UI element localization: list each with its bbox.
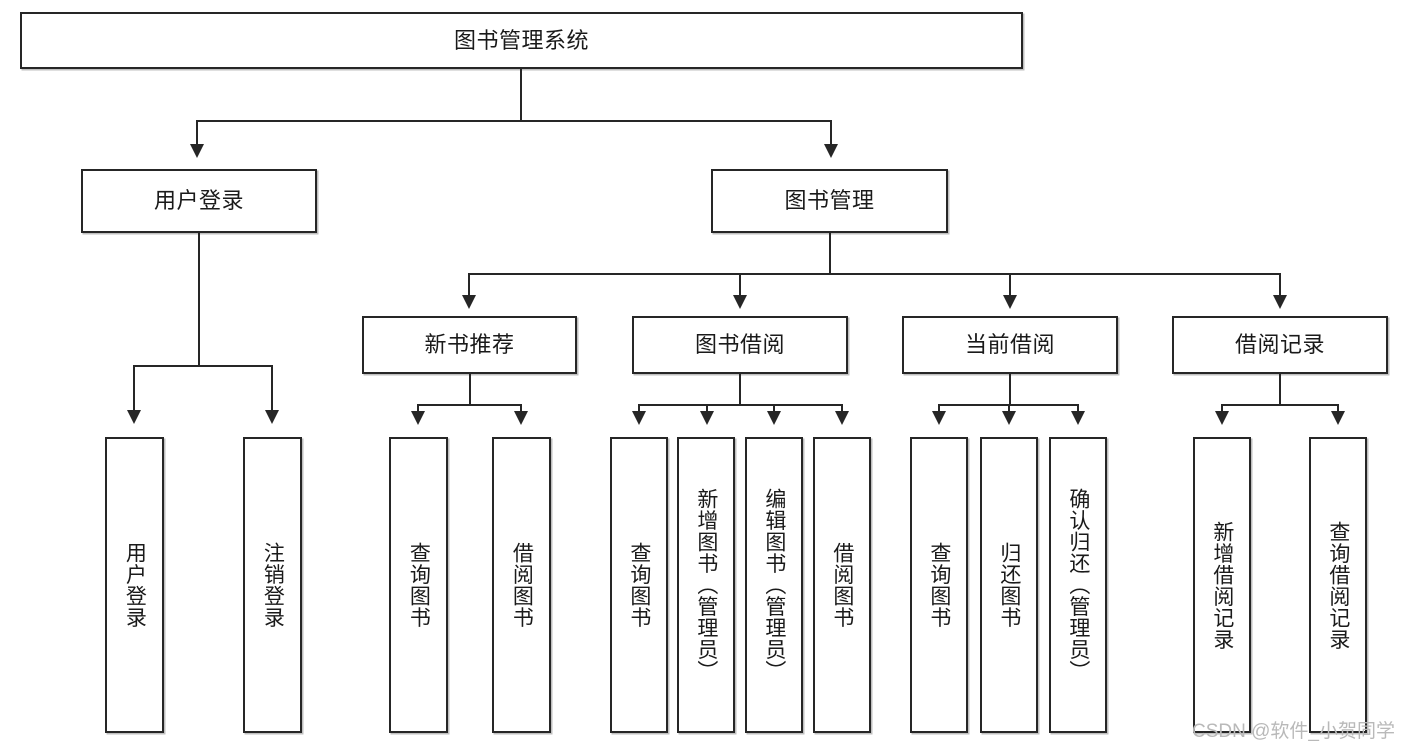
connector-new-book-stem xyxy=(469,374,471,406)
arrowhead-leaf-user-login-2 xyxy=(265,410,279,424)
connector-user-login-branch-2 xyxy=(271,365,273,411)
node-label: 查询图书 xyxy=(407,542,431,628)
leaf-query-borrow-record[interactable]: 查询借阅记录 xyxy=(1309,437,1367,733)
arrowhead-leaf-borrow-record-2 xyxy=(1331,411,1345,425)
node-label: 当前借阅 xyxy=(964,332,1055,358)
node-root-system[interactable]: 图书管理系统 xyxy=(20,12,1023,69)
connector-book-borrow-branch-4 xyxy=(841,404,843,412)
arrowhead-leaf-new-book-2 xyxy=(514,411,528,425)
node-label: 图书借阅 xyxy=(694,332,785,358)
arrowhead-leaf-new-book-1 xyxy=(411,411,425,425)
connector-current-borrow-stem xyxy=(1009,374,1011,406)
node-label: 新增图书（管理员） xyxy=(694,488,718,682)
node-user-login[interactable]: 用户登录 xyxy=(81,169,317,233)
node-label: 借阅图书 xyxy=(510,542,534,628)
connector-new-book-branch-2 xyxy=(520,404,522,412)
arrowhead-current-borrow xyxy=(1003,295,1017,309)
arrowhead-leaf-book-borrow-4 xyxy=(835,411,849,425)
node-borrow-record[interactable]: 借阅记录 xyxy=(1172,316,1388,374)
connector-to-new-book xyxy=(468,273,470,296)
connector-book-borrow-branch-2 xyxy=(706,404,708,412)
connector-current-borrow-branch-2 xyxy=(1008,404,1010,412)
leaf-new-book-query[interactable]: 查询图书 xyxy=(389,437,448,733)
node-label: 归还图书 xyxy=(997,542,1021,628)
connector-root-to-user-login xyxy=(196,120,198,145)
node-new-book-recommend[interactable]: 新书推荐 xyxy=(362,316,577,374)
node-label: 注销登录 xyxy=(261,542,285,628)
arrowhead-leaf-current-borrow-2 xyxy=(1002,411,1016,425)
node-label: 编辑图书（管理员） xyxy=(762,488,786,682)
arrowhead-borrow-record xyxy=(1273,295,1287,309)
connector-user-login-stem xyxy=(198,233,200,367)
arrowhead-new-book xyxy=(462,295,476,309)
node-label: 图书管理 xyxy=(784,188,875,214)
leaf-borrow-query-book[interactable]: 查询图书 xyxy=(610,437,668,733)
arrowhead-leaf-borrow-record-1 xyxy=(1215,411,1229,425)
node-label: 用户登录 xyxy=(123,542,147,628)
connector-to-current-borrow xyxy=(1009,273,1011,296)
node-label: 查询借阅记录 xyxy=(1326,520,1350,650)
watermark: CSDN @软件_小贺同学 xyxy=(1192,721,1395,742)
leaf-logout[interactable]: 注销登录 xyxy=(243,437,302,733)
connector-root-stem xyxy=(520,69,522,122)
node-label: 查询图书 xyxy=(927,542,951,628)
arrowhead-leaf-book-borrow-2 xyxy=(700,411,714,425)
node-label: 查询图书 xyxy=(627,542,651,628)
arrowhead-user-login xyxy=(190,144,204,158)
node-label: 确认归还（管理员） xyxy=(1066,488,1090,682)
arrowhead-leaf-current-borrow-3 xyxy=(1071,411,1085,425)
connector-current-borrow-branch-1 xyxy=(938,404,940,412)
node-book-borrow[interactable]: 图书借阅 xyxy=(632,316,848,374)
connector-user-login-branch-1 xyxy=(133,365,135,411)
arrowhead-leaf-book-borrow-3 xyxy=(767,411,781,425)
node-book-management[interactable]: 图书管理 xyxy=(711,169,948,233)
connector-book-borrow-branch-3 xyxy=(773,404,775,412)
node-label: 借阅记录 xyxy=(1234,332,1325,358)
node-label: 借阅图书 xyxy=(830,542,854,628)
leaf-confirm-return-admin[interactable]: 确认归还（管理员） xyxy=(1049,437,1107,733)
connector-new-book-branch-1 xyxy=(417,404,419,412)
arrowhead-leaf-book-borrow-1 xyxy=(632,411,646,425)
connector-to-book-borrow xyxy=(739,273,741,296)
connector-to-borrow-record xyxy=(1279,273,1281,296)
leaf-edit-book-admin[interactable]: 编辑图书（管理员） xyxy=(745,437,803,733)
leaf-return-book[interactable]: 归还图书 xyxy=(980,437,1038,733)
connector-borrow-record-branch-1 xyxy=(1221,404,1223,412)
connector-borrow-record-bus xyxy=(1222,404,1339,406)
leaf-user-login[interactable]: 用户登录 xyxy=(105,437,164,733)
leaf-add-book-admin[interactable]: 新增图书（管理员） xyxy=(677,437,735,733)
node-label: 新增借阅记录 xyxy=(1210,520,1234,650)
node-label: 用户登录 xyxy=(153,188,244,214)
connector-book-borrow-branch-1 xyxy=(638,404,640,412)
connector-book-borrow-bus xyxy=(639,404,843,406)
node-label: 图书管理系统 xyxy=(453,27,589,53)
connector-root-to-book-mgmt xyxy=(830,120,832,145)
connector-borrow-record-stem xyxy=(1279,374,1281,406)
connector-book-mgmt-bus xyxy=(469,273,1281,275)
arrowhead-book-mgmt xyxy=(824,144,838,158)
arrowhead-book-borrow xyxy=(733,295,747,309)
leaf-add-borrow-record[interactable]: 新增借阅记录 xyxy=(1193,437,1251,733)
connector-book-mgmt-stem xyxy=(829,233,831,275)
leaf-current-query-book[interactable]: 查询图书 xyxy=(910,437,968,733)
leaf-borrow-book[interactable]: 借阅图书 xyxy=(813,437,871,733)
connector-user-login-bus xyxy=(134,365,272,367)
connector-book-borrow-stem xyxy=(739,374,741,406)
node-label: 新书推荐 xyxy=(424,332,515,358)
arrowhead-leaf-user-login-1 xyxy=(127,410,141,424)
leaf-new-book-borrow[interactable]: 借阅图书 xyxy=(492,437,551,733)
connector-root-bus xyxy=(197,120,831,122)
node-current-borrow[interactable]: 当前借阅 xyxy=(902,316,1118,374)
connector-borrow-record-branch-2 xyxy=(1337,404,1339,412)
connector-new-book-bus xyxy=(418,404,522,406)
arrowhead-leaf-current-borrow-1 xyxy=(932,411,946,425)
connector-current-borrow-branch-3 xyxy=(1077,404,1079,412)
